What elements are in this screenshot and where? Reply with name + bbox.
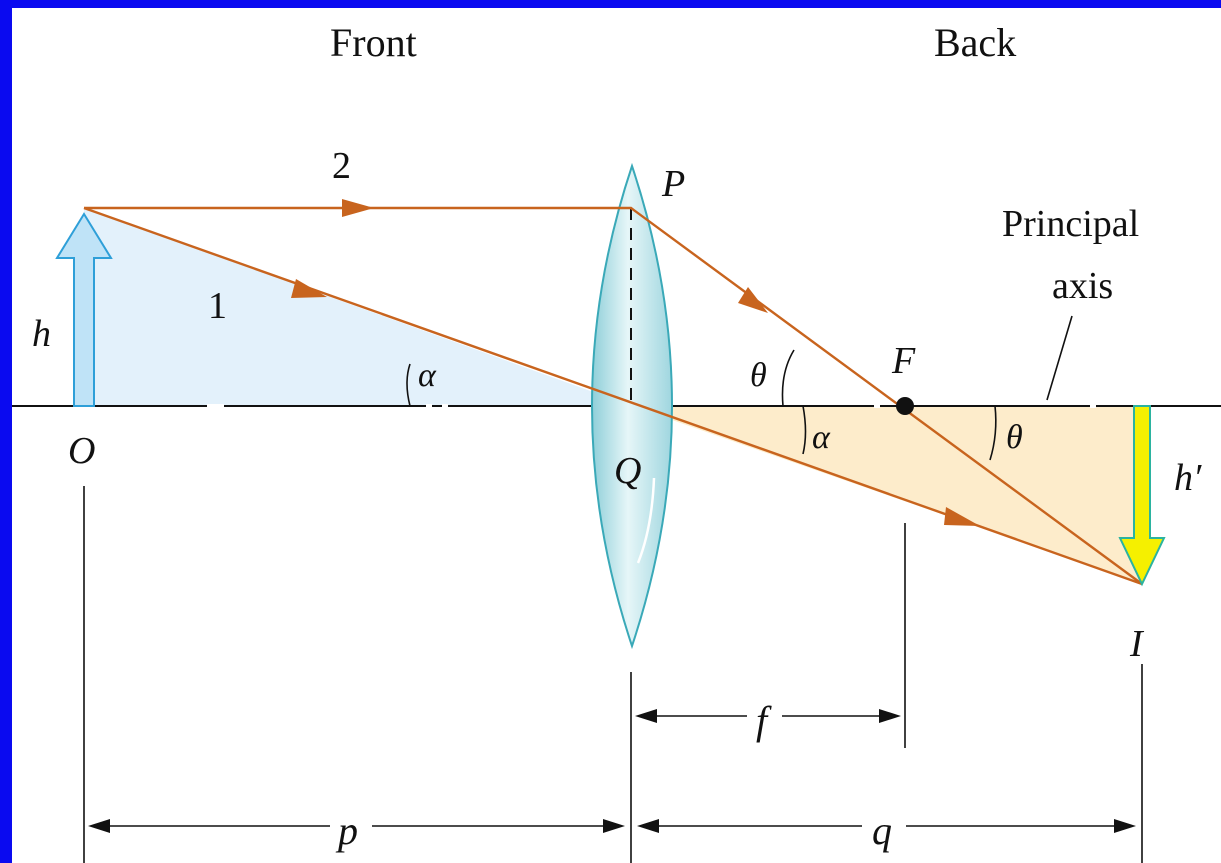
ray-1-back-arrowhead <box>944 507 980 526</box>
ray-2 <box>84 206 1143 585</box>
theta-arc-front <box>781 349 795 407</box>
focal-length-label: f <box>756 698 772 743</box>
theta-label-back: θ <box>1006 419 1023 456</box>
object-arrow <box>55 212 113 407</box>
thin-lens-diagram: Front Back Principal axis 2 1 P O Q F I … <box>12 20 1221 863</box>
object-distance-arrowhead-right <box>603 819 625 833</box>
theta-arc-back <box>989 405 997 461</box>
point-label-F: F <box>891 340 916 382</box>
ray-2-label: 2 <box>332 145 351 187</box>
ray-1-label: 1 <box>208 285 227 327</box>
focal-point-dot <box>896 397 914 415</box>
principal-axis-pointer <box>1046 315 1073 401</box>
ray-2-refracted-arrowhead <box>738 287 768 313</box>
object-height-label: h <box>32 313 51 355</box>
image-height-label: h′ <box>1174 457 1202 499</box>
point-label-P: P <box>661 163 685 205</box>
point-label-O: O <box>68 430 95 472</box>
point-label-Q: Q <box>614 450 641 492</box>
convex-lens <box>591 162 673 650</box>
object-distance-label: p <box>335 808 358 853</box>
principal-axis-label-line2: axis <box>1052 265 1113 307</box>
alpha-arc-back <box>802 405 807 455</box>
image-arrow <box>1118 405 1166 587</box>
point-label-I: I <box>1129 623 1145 665</box>
back-heading: Back <box>934 20 1016 65</box>
principal-axis-label-line1: Principal <box>1002 203 1139 245</box>
alpha-label-front: α <box>418 357 437 394</box>
focal-length-arrowhead-left <box>635 709 657 723</box>
front-heading: Front <box>330 20 417 65</box>
image-distance-arrowhead-left <box>637 819 659 833</box>
diagram-canvas: Front Back Principal axis 2 1 P O Q F I … <box>12 8 1221 863</box>
image-distance-label: q <box>872 808 892 853</box>
focal-length-arrowhead-right <box>879 709 901 723</box>
alpha-arc-front <box>406 363 411 407</box>
alpha-label-back: α <box>812 419 831 456</box>
image-distance-arrowhead-right <box>1114 819 1136 833</box>
lens-highlight <box>636 477 656 564</box>
theta-label-front: θ <box>750 357 767 394</box>
object-distance-arrowhead-left <box>88 819 110 833</box>
ray-2-arrowhead <box>342 199 374 217</box>
ray-1-arrowhead <box>291 279 327 298</box>
